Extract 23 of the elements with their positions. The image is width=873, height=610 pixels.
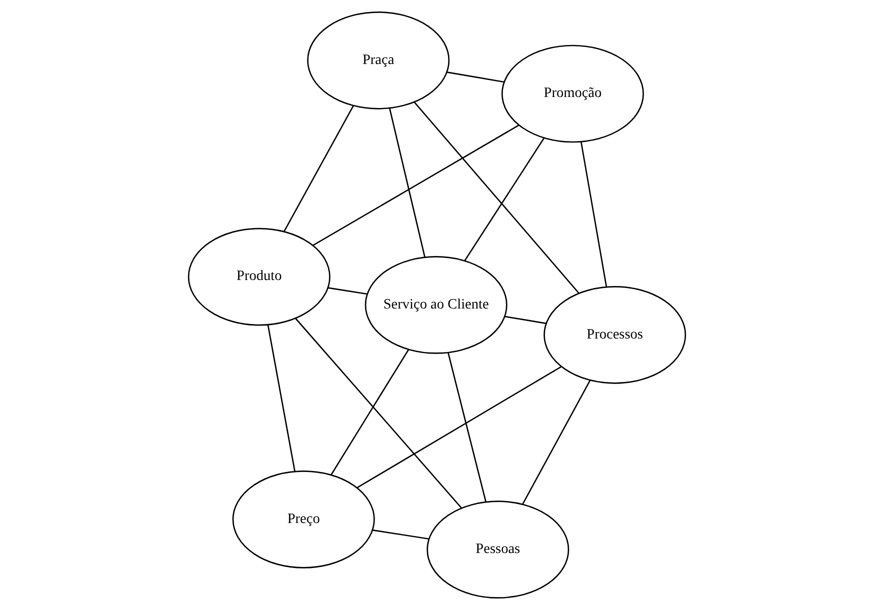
node-ellipse: Produto <box>187 228 330 326</box>
node-ellipse: Preço <box>232 470 374 568</box>
connector <box>312 124 519 246</box>
connector <box>413 102 579 294</box>
connector <box>356 366 562 488</box>
node-ellipse: Praça <box>306 11 450 110</box>
connector <box>522 380 590 504</box>
connector <box>283 105 354 232</box>
connector <box>446 72 504 83</box>
connector <box>580 142 607 287</box>
node-ellipse: Pessoas <box>426 500 569 599</box>
connector <box>447 352 486 502</box>
connector <box>294 318 462 508</box>
connector <box>372 530 428 540</box>
connector <box>330 349 409 476</box>
connector <box>504 316 546 324</box>
connector <box>266 324 295 472</box>
connector <box>388 108 425 258</box>
node-ellipse: Processos <box>543 286 686 384</box>
node-ellipse: Serviço ao Cliente <box>364 256 507 354</box>
connector <box>464 138 544 262</box>
connector <box>327 287 367 295</box>
node-ellipse: Promoção <box>500 44 644 143</box>
